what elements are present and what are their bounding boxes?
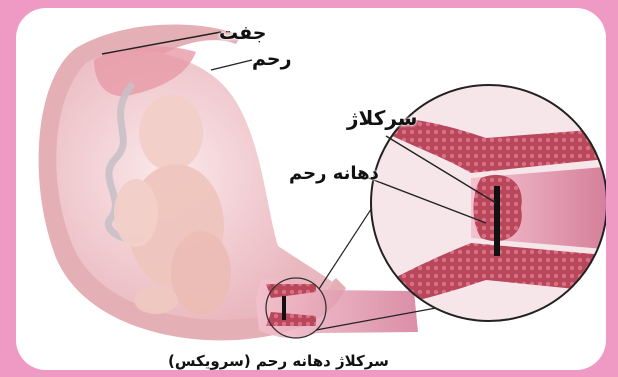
cervical-cerclage-illustration xyxy=(16,8,606,370)
label-cerclage: سرکلاژ xyxy=(347,106,417,130)
small-cerclage-suture xyxy=(282,296,286,320)
label-placenta: جفت xyxy=(219,22,266,44)
leader-uterus xyxy=(211,60,252,70)
label-uterus: رحم xyxy=(252,48,292,70)
label-cervix: دهانه رحم xyxy=(289,163,379,184)
illustration-card: جفت رحم سرکلاژ دهانه رحم سرکلاژ دهانه رح… xyxy=(16,8,606,370)
figure-caption: سرکلاژ دهانه رحم (سرویکس) xyxy=(168,352,389,370)
